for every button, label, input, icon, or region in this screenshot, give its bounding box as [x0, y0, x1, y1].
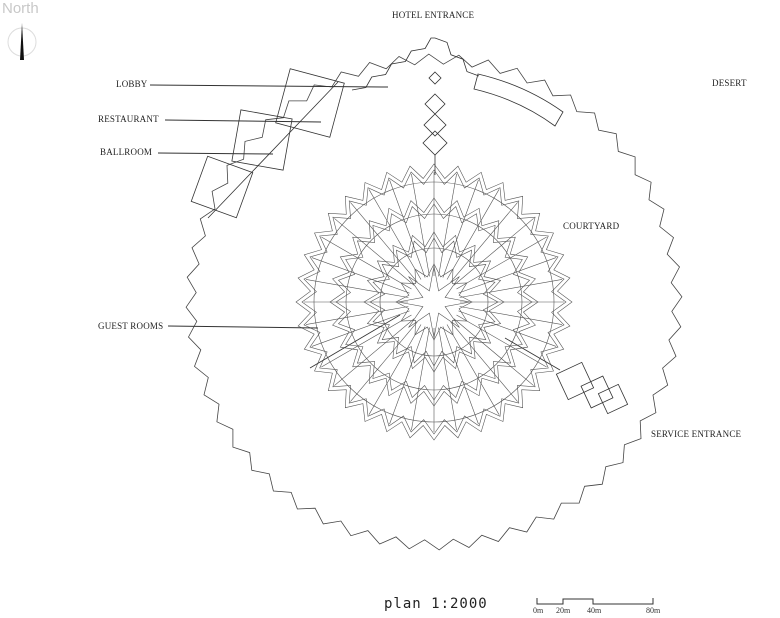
- label-desert: DESERT: [712, 78, 747, 88]
- radial-line: [456, 236, 547, 290]
- radial-line: [442, 179, 479, 278]
- room-ring-0: [295, 163, 573, 441]
- radial-line: [446, 189, 500, 280]
- radial-line: [368, 324, 422, 415]
- label-lobby: LOBBY: [116, 79, 148, 89]
- radial-line: [334, 218, 415, 286]
- label-guest-rooms: GUEST ROOMS: [98, 321, 164, 331]
- scale-tick-80: 80m: [646, 606, 661, 615]
- radial-line: [321, 314, 412, 368]
- scale-tick-20: 20m: [556, 606, 571, 615]
- outer-wall: [185, 53, 683, 551]
- service-building-2: [597, 383, 629, 415]
- label-courtyard: COURTYARD: [563, 221, 620, 231]
- lobby-building: [275, 68, 345, 138]
- radial-line: [368, 189, 422, 280]
- se-corridor: [504, 337, 561, 371]
- courtyard-guest-room-rings: [295, 163, 573, 441]
- radial-line: [334, 318, 415, 386]
- leader-line-3: [167, 325, 319, 329]
- radial-line: [438, 327, 457, 431]
- outer-zigzag-wall: [185, 53, 683, 551]
- entrance-diamond-3: [422, 130, 448, 156]
- plan-title: plan 1:2000: [384, 596, 488, 612]
- radial-line: [350, 202, 418, 283]
- radial-line: [311, 310, 410, 347]
- scale-tick-0: 0m: [533, 606, 544, 615]
- radial-line: [411, 327, 430, 431]
- radial-line: [389, 326, 426, 425]
- label-hotel-entrance: HOTEL ENTRANCE: [392, 10, 475, 20]
- service-building-0: [555, 361, 595, 401]
- radial-line: [459, 279, 563, 298]
- buildings-and-leaders: [149, 37, 629, 415]
- leader-line-1: [164, 119, 322, 123]
- radial-line: [350, 321, 418, 402]
- radial-line: [411, 173, 430, 277]
- radial-line: [305, 306, 409, 325]
- restaurant-building: [231, 109, 293, 171]
- scale-bar: [536, 598, 654, 605]
- radial-line: [311, 257, 410, 294]
- ballroom-building: [190, 155, 254, 219]
- label-ballroom: BALLROOM: [100, 147, 153, 157]
- radial-line: [453, 318, 534, 386]
- radial-line: [446, 324, 500, 415]
- entrance-diamond-1: [424, 93, 446, 115]
- leader-line-0: [149, 84, 389, 88]
- hotel-entrance-wing: [351, 37, 480, 91]
- radial-line: [456, 314, 547, 368]
- central-star: [397, 265, 471, 339]
- scale-tick-40: 40m: [587, 606, 602, 615]
- radial-line: [438, 173, 457, 277]
- service-building-1: [580, 375, 614, 409]
- radial-line: [450, 321, 518, 402]
- radial-line: [442, 326, 479, 425]
- radial-line: [450, 202, 518, 283]
- room-ring-1: [301, 169, 567, 435]
- entrance-diamond-0: [428, 71, 442, 85]
- radial-line: [458, 310, 557, 347]
- radial-line: [453, 218, 534, 286]
- radial-line: [458, 257, 557, 294]
- label-restaurant: RESTAURANT: [98, 114, 159, 124]
- radial-line: [305, 279, 409, 298]
- radial-line: [321, 236, 412, 290]
- radial-line: [389, 179, 426, 278]
- desert-curved-building: [473, 73, 564, 127]
- radial-line: [459, 306, 563, 325]
- building-axis-line: [207, 81, 339, 219]
- label-service-entrance: SERVICE ENTRANCE: [651, 429, 742, 439]
- north-label: North: [2, 0, 39, 17]
- entrance-diamond-2: [423, 113, 447, 137]
- north-arrow-icon: [7, 23, 37, 60]
- leader-line-2: [157, 152, 274, 155]
- sw-corridor: [309, 314, 401, 369]
